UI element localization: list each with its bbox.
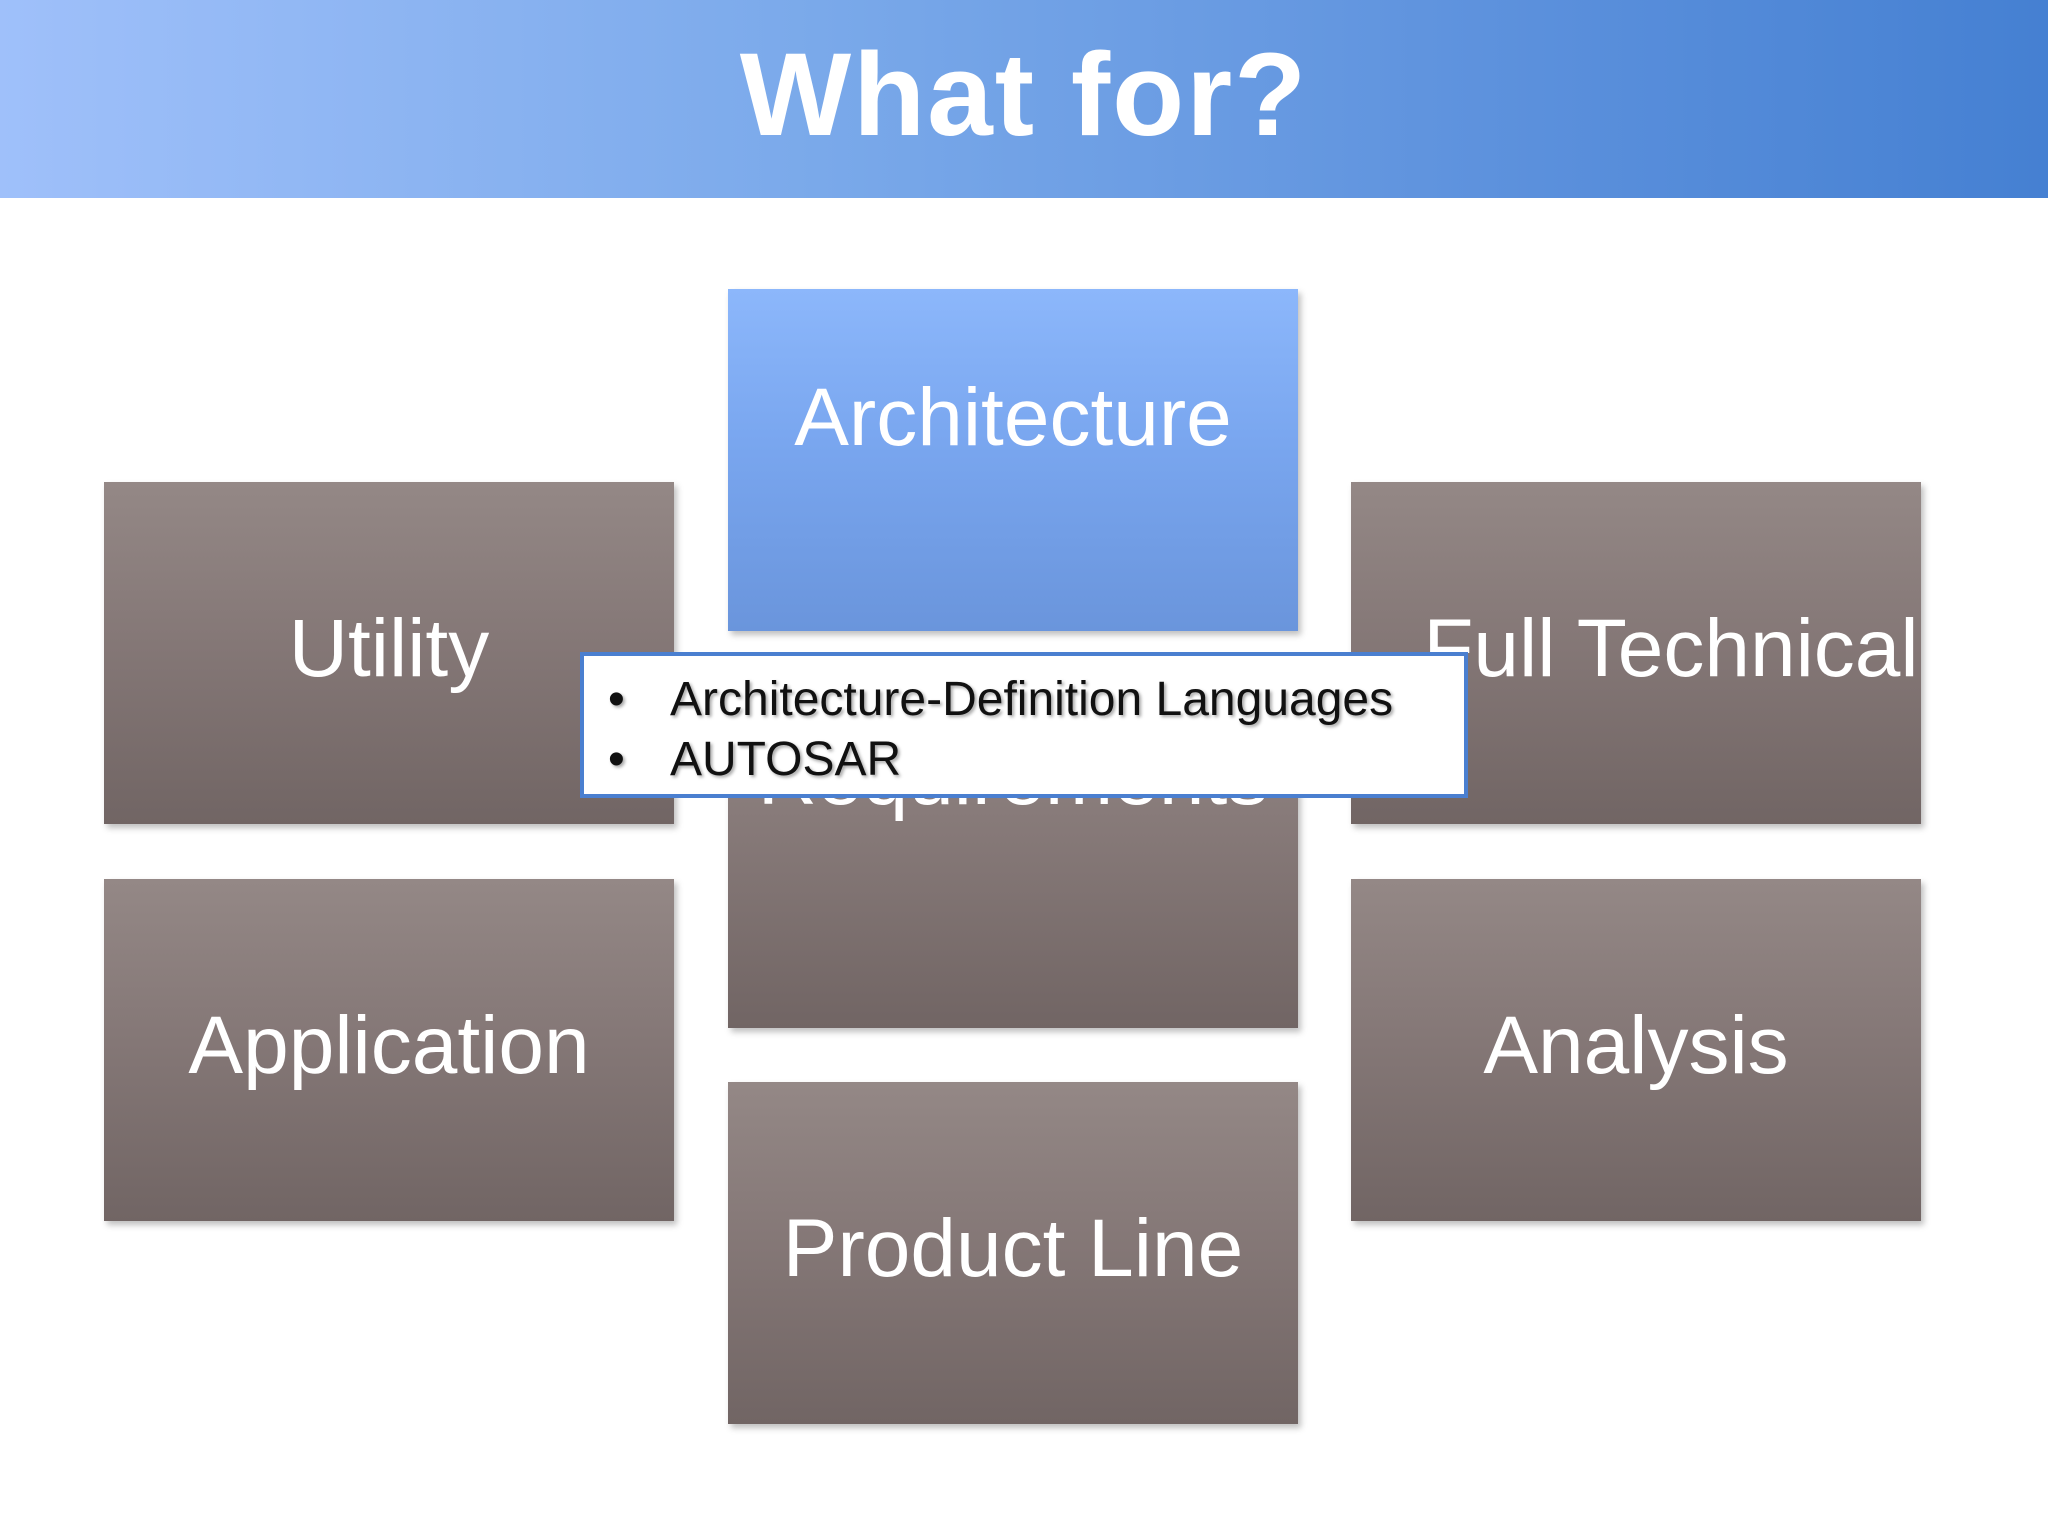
callout-list: • Architecture-Definition Languages • AU…: [604, 670, 1464, 790]
title-bar: What for?: [0, 0, 2048, 198]
callout-item-text: AUTOSAR: [670, 733, 902, 786]
callout-item-text: Architecture-Definition Languages: [670, 673, 1394, 726]
bullet-icon: •: [608, 733, 625, 786]
box-utility: Utility: [104, 482, 674, 824]
bullet-icon: •: [608, 673, 625, 726]
box-product-line: Product Line: [728, 1082, 1298, 1424]
box-application: Application: [104, 879, 674, 1221]
callout-item: • AUTOSAR: [604, 730, 1464, 790]
box-architecture-label: Architecture: [794, 372, 1232, 463]
box-full-technical-label: Full Technical: [1423, 603, 1919, 694]
box-architecture: Architecture: [728, 289, 1298, 631]
callout-popup: • Architecture-Definition Languages • AU…: [580, 652, 1468, 798]
box-analysis: Analysis: [1351, 879, 1921, 1221]
box-analysis-label: Analysis: [1483, 1000, 1789, 1091]
box-product-line-label: Product Line: [782, 1203, 1244, 1294]
callout-item: • Architecture-Definition Languages: [604, 670, 1464, 730]
box-utility-label: Utility: [288, 603, 490, 694]
slide-title: What for?: [739, 29, 1309, 161]
box-application-label: Application: [188, 1000, 590, 1091]
